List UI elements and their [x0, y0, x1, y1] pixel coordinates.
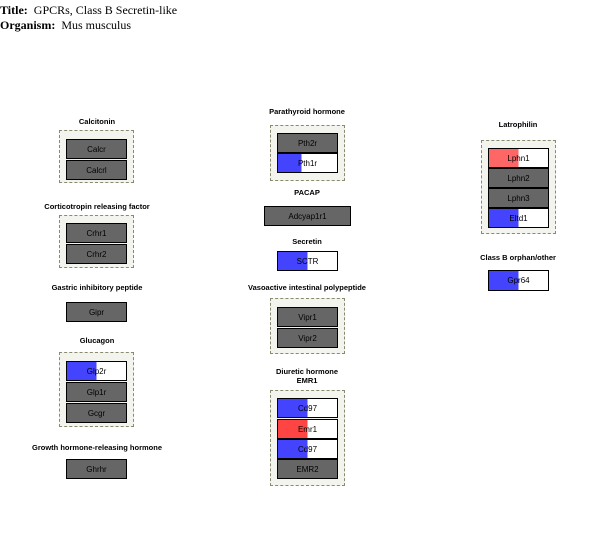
gene-crhr1[interactable]: Crhr1 [66, 223, 127, 243]
gene-glp2r[interactable]: Glp2r [66, 361, 127, 381]
group-label-ghrh: Growth hormone-releasing hormone [31, 443, 163, 452]
gene-gpr64[interactable]: Gpr64 [488, 270, 549, 291]
group-label-vip: Vasoactive intestinal polypeptide [248, 283, 366, 292]
group-label-crf: Corticotropin releasing factor [44, 202, 150, 211]
gene-pth2r[interactable]: Pth2r [277, 133, 338, 153]
gene-ghrhr[interactable]: Ghrhr [66, 459, 127, 479]
gene-vipr1[interactable]: Vipr1 [277, 307, 338, 327]
gene-emr2[interactable]: EMR2 [277, 459, 338, 479]
group-label-calcitonin: Calcitonin [78, 117, 116, 126]
organism-line: Organism: Mus musculus [0, 18, 177, 33]
gene-crhr2[interactable]: Crhr2 [66, 244, 127, 264]
gene-cd97-2[interactable]: Cd97 [277, 439, 338, 459]
group-label-diuretic: Diuretic hormone [275, 367, 339, 376]
gene-gcgr[interactable]: Gcgr [66, 403, 127, 423]
title-label: Title: [0, 3, 28, 17]
title-line: Title: GPCRs, Class B Secretin-like [0, 3, 177, 18]
gene-cd97-1[interactable]: Cd97 [277, 398, 338, 418]
gene-pth1r[interactable]: Pth1r [277, 153, 338, 173]
gene-calcrl[interactable]: Calcrl [66, 160, 127, 180]
group-label-glucagon: Glucagon [79, 336, 115, 345]
gene-emr1[interactable]: Emr1 [277, 419, 338, 439]
gene-lphn2[interactable]: Lphn2 [488, 168, 549, 188]
gene-calcr[interactable]: Calcr [66, 139, 127, 159]
group-label-classb: Class B orphan/other [480, 253, 556, 262]
page-header: Title: GPCRs, Class B Secretin-like Organ… [0, 3, 177, 33]
gene-vipr2[interactable]: Vipr2 [277, 328, 338, 348]
gene-sctr[interactable]: SCTR [277, 251, 338, 271]
gene-eltd1[interactable]: Eltd1 [488, 208, 549, 228]
organism-label: Organism: [0, 18, 56, 32]
gene-gipr[interactable]: Gipr [66, 302, 127, 322]
group-label-pacap: PACAP [294, 188, 320, 197]
gene-glp1r[interactable]: Glp1r [66, 382, 127, 402]
group-label-pth: Parathyroid hormone [269, 107, 345, 116]
group-label-emr1: EMR1 [296, 376, 318, 385]
page-title: GPCRs, Class B Secretin-like [33, 3, 178, 17]
group-label-gip: Gastric inhibitory peptide [51, 283, 143, 292]
gene-lphn1[interactable]: Lphn1 [488, 148, 549, 168]
organism-value: Mus musculus [61, 18, 132, 32]
gene-adcyap1r1[interactable]: Adcyap1r1 [264, 206, 351, 226]
group-label-secretin: Secretin [292, 237, 322, 246]
group-label-latrophilin: Latrophilin [498, 120, 538, 129]
gene-lphn3[interactable]: Lphn3 [488, 188, 549, 208]
